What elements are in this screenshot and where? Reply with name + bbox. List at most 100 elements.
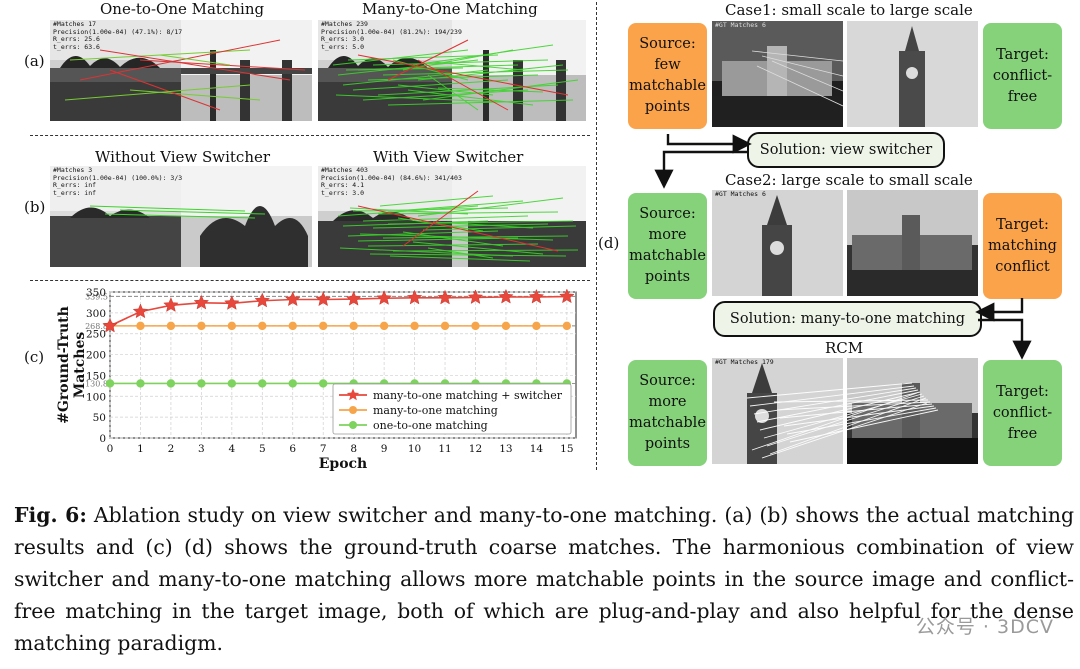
x-tick-label: 15	[560, 443, 573, 455]
legend-marker-star	[346, 388, 360, 401]
x-tick-label: 4	[228, 443, 235, 455]
case2-title: Case2: large scale to small scale	[725, 171, 973, 189]
x-tick-label: 14	[530, 443, 544, 455]
data-point-star	[467, 289, 484, 305]
rcm-target-image	[847, 358, 978, 464]
data-point-circle	[105, 379, 115, 388]
data-point-circle	[136, 379, 145, 388]
x-tick-label: 0	[107, 443, 114, 455]
caption-label: Fig. 6:	[14, 503, 87, 527]
data-point-star	[437, 289, 453, 305]
x-tick-label: 6	[289, 443, 296, 455]
data-point-star	[254, 292, 271, 308]
arrow-solution1-to-source2	[654, 150, 747, 189]
data-point-circle	[227, 321, 237, 331]
rcm-match-lines	[746, 382, 939, 459]
watermark: 公众号 · 3DCV	[915, 616, 1054, 638]
gate-photo-pair-switched	[318, 166, 586, 267]
solution-view-switcher: Solution: view switcher	[747, 132, 945, 168]
reference-label: 268.8	[85, 322, 108, 331]
y-tick-label: 300	[86, 308, 106, 320]
legend-label: one-to-one matching	[373, 419, 488, 432]
data-point-circle	[501, 321, 511, 331]
source-box-case1: Source: few matchable points	[628, 23, 707, 129]
rcm-gt-count: #GT Matches 179	[715, 358, 774, 366]
x-tick-label: 11	[438, 443, 451, 455]
y-tick-label: 150	[86, 370, 106, 382]
separator-b-c	[30, 280, 590, 281]
data-point-circle	[197, 321, 206, 331]
x-tick-label: 2	[168, 443, 175, 455]
clock-tower-close	[712, 190, 843, 296]
target-box-rcm: Target: conflict- free	[983, 360, 1062, 466]
panel-b-right-title: With View Switcher	[373, 148, 524, 166]
data-point-star	[376, 290, 392, 305]
data-point-circle	[349, 321, 358, 331]
reference-label: 130.8	[85, 379, 108, 388]
legend-label: many-to-one matching	[373, 404, 498, 417]
x-tick-label: 10	[408, 443, 421, 455]
rcm-title: RCM	[825, 339, 864, 357]
x-axis-label: Epoch	[319, 456, 368, 472]
y-tick-label: 250	[86, 329, 106, 341]
arrow-target2-to-solution2	[975, 298, 1024, 322]
data-point-star	[559, 288, 575, 304]
y-tick-label: 0	[99, 433, 106, 445]
parliament-far	[847, 190, 978, 296]
clock-tower-large-scale	[847, 21, 978, 127]
data-point-circle	[258, 379, 267, 388]
legend-label: many-to-one matching + switcher	[373, 389, 563, 402]
data-point-circle	[379, 321, 389, 331]
data-point-circle	[319, 321, 328, 331]
caption-text: Ablation study on view switcher and many…	[14, 503, 1075, 655]
separator-a-b	[30, 135, 590, 136]
data-point-circle	[288, 379, 297, 388]
legend-marker-circle	[349, 421, 357, 429]
gate-photo-pair-views	[50, 166, 312, 267]
data-point-circle	[410, 321, 419, 331]
data-point-circle	[166, 379, 176, 388]
x-tick-label: 5	[259, 443, 266, 455]
x-tick-label: 8	[350, 443, 357, 455]
y-tick-label: 350	[86, 287, 106, 299]
data-point-star	[345, 290, 362, 306]
y-axis-label-line2: Matches	[72, 332, 88, 399]
data-point-circle	[227, 379, 237, 388]
panel-a-left-title: One-to-One Matching	[100, 0, 265, 18]
source-box-case2: Source: more matchable points	[628, 193, 707, 299]
data-point-circle	[440, 321, 450, 331]
x-tick-label: 1	[137, 443, 144, 455]
data-point-star	[528, 288, 545, 304]
target-box-case1: Target: conflict- free	[983, 23, 1062, 129]
data-point-circle	[258, 321, 267, 331]
y-tick-label: 200	[86, 350, 106, 362]
arrow-source1-to-solution1	[666, 134, 752, 154]
data-point-circle	[166, 321, 176, 331]
panel-letter-d: (d)	[598, 234, 620, 252]
data-point-circle	[288, 321, 297, 331]
data-point-star	[224, 295, 240, 310]
series-line	[109, 295, 567, 327]
data-point-star	[193, 294, 210, 310]
data-point-star	[315, 291, 331, 307]
data-point-circle	[197, 379, 206, 388]
gate-photo-pair-matched	[318, 20, 586, 121]
data-point-circle	[562, 321, 572, 331]
x-tick-label: 13	[499, 443, 512, 455]
source-box-rcm: Source: more matchable points	[628, 360, 707, 466]
solution-many-to-one: Solution: many-to-one matching	[713, 301, 982, 337]
y-axis-label-line1: #Ground-Truth	[56, 306, 72, 424]
data-point-star	[102, 317, 118, 333]
y-tick-label: 100	[86, 391, 106, 403]
x-tick-label: 12	[469, 443, 482, 455]
panel-letter-a: (a)	[24, 52, 45, 70]
y-tick-label: 50	[93, 412, 106, 424]
case1-title: Case1: small scale to large scale	[725, 1, 973, 19]
